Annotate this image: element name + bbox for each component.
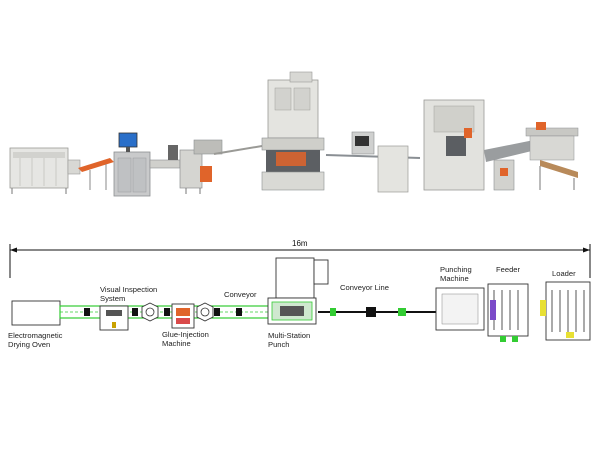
label-punching-2: Machine bbox=[440, 274, 469, 283]
dimension-line bbox=[9, 244, 591, 278]
label-glue-1: Glue-Injection bbox=[162, 330, 209, 339]
inspection-cabinet bbox=[113, 132, 181, 197]
multi-station-punch-machine bbox=[261, 71, 325, 191]
label-vision-1: Visual Inspection bbox=[100, 285, 158, 294]
plan-joints bbox=[84, 308, 242, 316]
plan-hex-1 bbox=[141, 302, 159, 322]
label-feeder: Feeder bbox=[496, 265, 521, 274]
plan-loader bbox=[540, 281, 591, 341]
orange-conveyor-1 bbox=[78, 158, 114, 190]
loader-machine bbox=[525, 122, 579, 190]
feeder-machine bbox=[484, 140, 536, 191]
plan-punching-machine bbox=[435, 287, 485, 331]
dimension-text: 16m bbox=[292, 239, 308, 248]
label-punching-1: Punching bbox=[440, 265, 472, 274]
glue-injection-machine bbox=[179, 139, 263, 194]
label-loader: Loader bbox=[552, 269, 576, 278]
punching-machine bbox=[423, 99, 485, 191]
layout-plan bbox=[11, 257, 591, 342]
plan-feeder bbox=[487, 283, 529, 342]
label-punch-2: Punch bbox=[268, 340, 290, 349]
label-oven-1: Electromagnetic bbox=[8, 331, 63, 340]
plan-visual-inspection bbox=[99, 305, 129, 331]
plan-multi-station-punch bbox=[267, 257, 329, 325]
plan-drying-oven bbox=[11, 300, 61, 326]
machine-photo-row bbox=[9, 71, 579, 197]
label-conveyor: Conveyor bbox=[224, 290, 257, 299]
plan-glue-injection bbox=[171, 303, 195, 329]
label-oven-2: Drying Oven bbox=[8, 340, 51, 349]
label-punch-1: Multi-Station bbox=[268, 331, 311, 340]
label-glue-2: Machine bbox=[162, 339, 191, 348]
label-conveyor-line: Conveyor Line bbox=[340, 283, 389, 292]
drying-oven-machine bbox=[9, 147, 81, 194]
label-vision-2: System bbox=[100, 294, 126, 303]
conveyor-line-machine bbox=[325, 131, 421, 193]
plan-hex-2 bbox=[196, 302, 214, 322]
